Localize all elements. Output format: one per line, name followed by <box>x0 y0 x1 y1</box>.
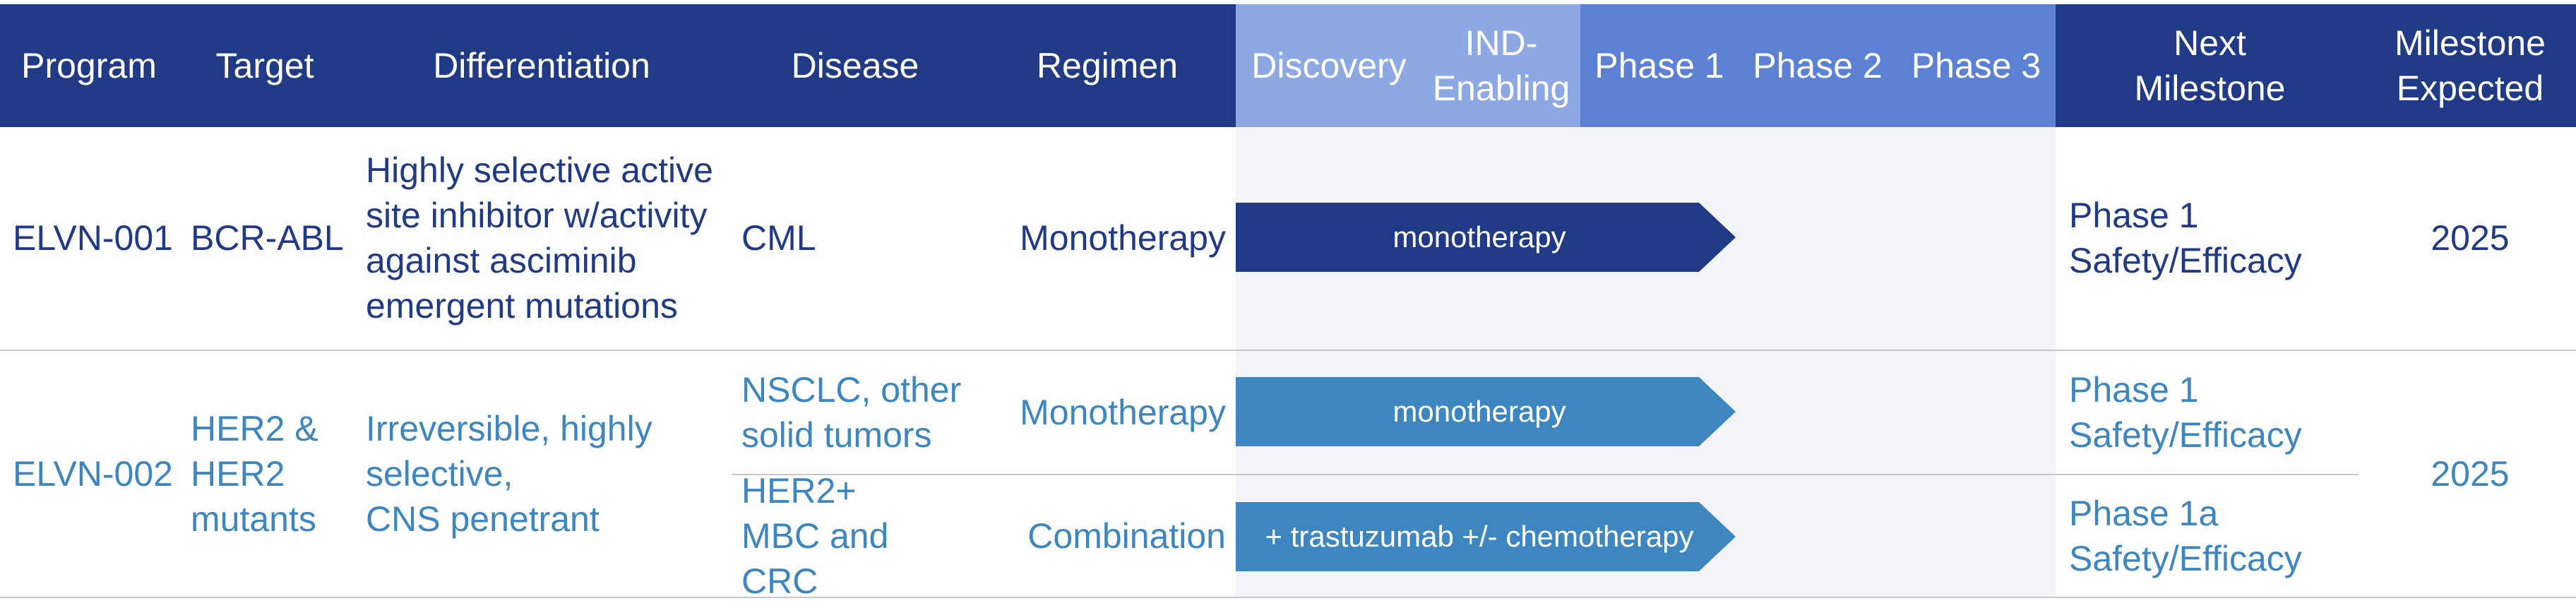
header-differentiation: Differentiation <box>433 46 650 85</box>
row2-target: HER2 & HER2 mutants <box>191 409 318 539</box>
row1-bar-label: monotherapy <box>1393 220 1566 254</box>
subrow-divider <box>732 474 2359 475</box>
header-bg-right <box>2056 4 2576 127</box>
header-ind-enabling: IND- Enabling <box>1432 23 1570 108</box>
row2b-bar-label: + trastuzumab +/- chemotherapy <box>1265 520 1694 553</box>
row2-differentiation: Irreversible, highly selective, CNS pene… <box>366 409 652 539</box>
row2a-next-milestone: Phase 1 Safety/Efficacy <box>2069 370 2302 455</box>
row1-program: ELVN-001 <box>13 218 173 258</box>
row2-program: ELVN-002 <box>13 454 173 494</box>
row2b-arrow-shape <box>1236 502 1736 571</box>
row2-milestone-expected: 2025 <box>2431 454 2510 494</box>
row2b-regimen: Combination <box>1027 516 1226 556</box>
row1-disease: CML <box>741 218 816 258</box>
row2a-disease: NSCLC, other solid tumors <box>741 370 962 455</box>
row1-arrow-shape <box>1236 203 1736 272</box>
row2b-progress-bar: + trastuzumab +/- chemotherapy <box>1236 502 1736 571</box>
row2b-next-milestone: Phase 1a Safety/Efficacy <box>2069 494 2302 578</box>
row2a-bar-label: monotherapy <box>1393 395 1566 428</box>
header-bg-phases <box>1580 4 2056 127</box>
row2a-regimen: Monotherapy <box>1020 393 1226 432</box>
header-phase1: Phase 1 <box>1594 46 1724 85</box>
row1-next-milestone: Phase 1 Safety/Efficacy <box>2069 196 2302 280</box>
header-next-milestone: Next Milestone <box>2134 23 2286 108</box>
row2a-arrow-shape <box>1236 377 1736 446</box>
row1-regimen: Monotherapy <box>1020 218 1226 258</box>
row2a-progress-bar: monotherapy <box>1236 377 1736 446</box>
row1-progress-bar: monotherapy <box>1236 203 1736 272</box>
header-bg-left <box>0 4 1236 127</box>
table-bottom-rule <box>0 597 2576 598</box>
header-milestone-expected: Milestone Expected <box>2395 23 2546 108</box>
header-regimen: Regimen <box>1036 46 1179 85</box>
header-target: Target <box>215 46 314 85</box>
row2b-disease: HER2+ MBC and CRC <box>741 471 889 601</box>
header-disease: Disease <box>791 46 919 85</box>
header-bg-discovery <box>1236 4 1580 127</box>
row1-milestone-expected: 2025 <box>2431 218 2510 258</box>
row1-differentiation: Highly selective active site inhibitor w… <box>366 150 713 326</box>
row-divider-1 <box>0 350 2576 351</box>
header-phase3: Phase 3 <box>1911 46 2041 85</box>
header-phase2: Phase 2 <box>1753 46 1883 85</box>
header-discovery: Discovery <box>1251 46 1407 85</box>
row1-target: BCR-ABL <box>191 218 344 258</box>
header-program: Program <box>21 46 157 85</box>
